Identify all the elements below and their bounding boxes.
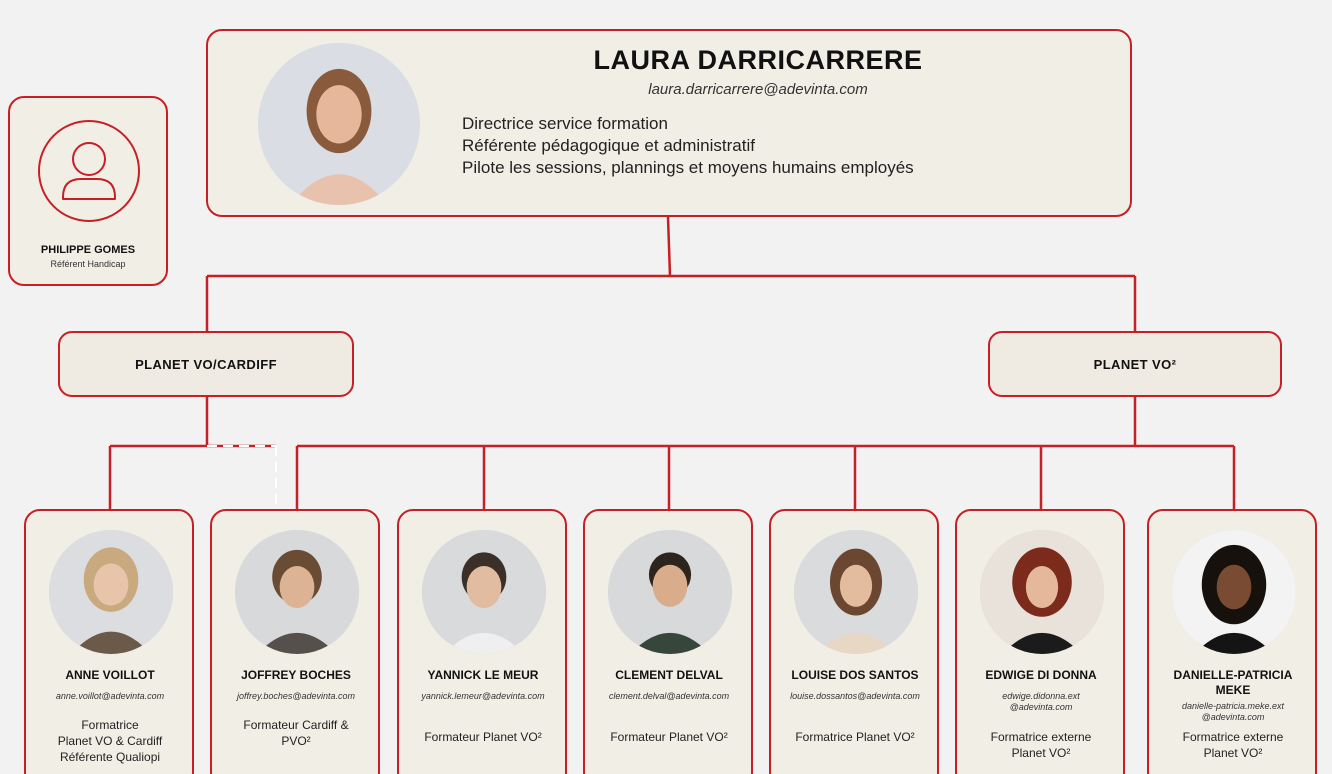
trainer-role-line: Référente Qualiopi <box>59 750 161 764</box>
trainer-role-line: Planet VO² <box>1011 746 1071 760</box>
handicap-referent-role: Référent Handicap <box>50 259 126 269</box>
trainer-photo <box>980 530 1104 654</box>
trainer-name: DANIELLE-PATRICIA MEKE <box>1151 668 1315 698</box>
trainer-card: CLEMENT DELVAL clement.delval@adevinta.c… <box>583 509 753 774</box>
trainer-photo <box>49 530 173 654</box>
trainer-role-line: Formateur Planet VO² <box>610 730 728 744</box>
trainer-photo <box>794 530 918 654</box>
trainer-email[interactable]: joffrey.boches@adevinta.com <box>236 691 356 701</box>
trainer-role: Formateur Planet VO² <box>591 729 747 745</box>
branch-label: PLANET VO² <box>1093 356 1177 372</box>
trainer-photo <box>1172 530 1296 654</box>
person-photo-icon <box>980 530 1104 654</box>
trainer-card: YANNICK LE MEUR yannick.lemeur@adevinta.… <box>397 509 567 774</box>
director-role-line: Pilote les sessions, plannings et moyens… <box>462 158 914 177</box>
trainer-email[interactable]: anne.voillot@adevinta.com <box>55 691 165 701</box>
trainer-name: EDWIGE DI DONNA <box>985 668 1097 682</box>
trainer-role-line: Formateur Cardiff & <box>243 718 349 732</box>
person-photo-icon <box>49 530 173 654</box>
director-role-line: Référente pédagogique et administratif <box>462 136 755 155</box>
director-name: LAURA DARRICARRERE <box>593 45 923 75</box>
person-photo-icon <box>1172 530 1296 654</box>
trainer-email[interactable]: clement.delval@adevinta.com <box>608 691 730 701</box>
trainer-name: JOFFREY BOCHES <box>241 668 351 682</box>
trainer-card: LOUISE DOS SANTOS louise.dossantos@adevi… <box>769 509 939 774</box>
trainer-email[interactable]: yannick.lemeur@adevinta.com <box>421 691 545 701</box>
trainer-role-line: Planet VO & Cardiff <box>57 734 163 748</box>
trainer-role-line: Planet VO² <box>1203 746 1263 760</box>
trainer-role: Formatrice externe Planet VO² <box>963 729 1119 761</box>
person-photo-icon <box>608 530 732 654</box>
trainer-role: Formatrice Planet VO² <box>777 729 933 745</box>
trainer-email[interactable]: edwige.didonna.ext @adevinta.com <box>959 691 1123 713</box>
trainer-name: CLEMENT DELVAL <box>615 668 723 682</box>
trainer-role-line: Formatrice <box>81 718 139 732</box>
trainer-role-line: Formatrice Planet VO² <box>795 730 915 744</box>
trainer-photo <box>608 530 732 654</box>
trainer-card: DANIELLE-PATRICIA MEKE danielle-patricia… <box>1147 509 1317 774</box>
trainer-email[interactable]: louise.dossantos@adevinta.com <box>790 691 920 701</box>
trainer-email[interactable]: danielle-patricia.meke.ext @adevinta.com <box>1151 701 1315 723</box>
trainer-role: Formatrice externe Planet VO² <box>1155 729 1311 761</box>
trainer-name-line: DANIELLE-PATRICIA <box>1173 668 1293 682</box>
trainer-role: Formateur Cardiff & PVO² <box>218 717 374 749</box>
trainer-role-line: PVO² <box>281 734 311 748</box>
handicap-referent-card: PHILIPPE GOMES Référent Handicap <box>8 96 168 286</box>
person-photo-icon <box>235 530 359 654</box>
director-photo <box>258 43 420 205</box>
trainer-email-line: edwige.didonna.ext <box>1002 691 1080 701</box>
director-role-line: Directrice service formation <box>462 114 668 133</box>
branch-planet-vo-cardiff: PLANET VO/CARDIFF <box>58 331 354 397</box>
user-icon <box>38 120 140 222</box>
trainer-email-line: @adevinta.com <box>1201 712 1265 722</box>
trainer-name-line: MEKE <box>1215 683 1251 697</box>
handicap-referent-name: PHILIPPE GOMES <box>40 244 136 256</box>
director-email[interactable]: laura.darricarrere@adevinta.com <box>648 81 868 98</box>
trainer-card: EDWIGE DI DONNA edwige.didonna.ext @adev… <box>955 509 1125 774</box>
branch-planet-vo2: PLANET VO² <box>988 331 1282 397</box>
person-photo-icon <box>794 530 918 654</box>
branch-label: PLANET VO/CARDIFF <box>135 356 277 372</box>
trainer-name: YANNICK LE MEUR <box>427 668 539 682</box>
trainer-card: JOFFREY BOCHES joffrey.boches@adevinta.c… <box>210 509 380 774</box>
trainer-card: ANNE VOILLOT anne.voillot@adevinta.com F… <box>24 509 194 774</box>
person-photo-icon <box>422 530 546 654</box>
director-card: LAURA DARRICARRERE laura.darricarrere@ad… <box>206 29 1132 217</box>
trainer-role: Formateur Planet VO² <box>405 729 561 745</box>
trainer-role: Formatrice Planet VO & Cardiff Référente… <box>32 717 188 765</box>
trainer-photo <box>422 530 546 654</box>
trainer-role-line: Formateur Planet VO² <box>424 730 542 744</box>
director-roles: Directrice service formation Référente p… <box>462 113 914 179</box>
trainer-photo <box>235 530 359 654</box>
trainer-email-line: @adevinta.com <box>1009 702 1073 712</box>
trainer-name: ANNE VOILLOT <box>65 668 155 682</box>
person-photo-icon <box>258 43 420 205</box>
trainer-email-line: danielle-patricia.meke.ext <box>1181 701 1285 711</box>
trainer-name: LOUISE DOS SANTOS <box>791 668 919 682</box>
trainer-role-line: Formatrice externe <box>990 730 1092 744</box>
trainer-role-line: Formatrice externe <box>1182 730 1284 744</box>
